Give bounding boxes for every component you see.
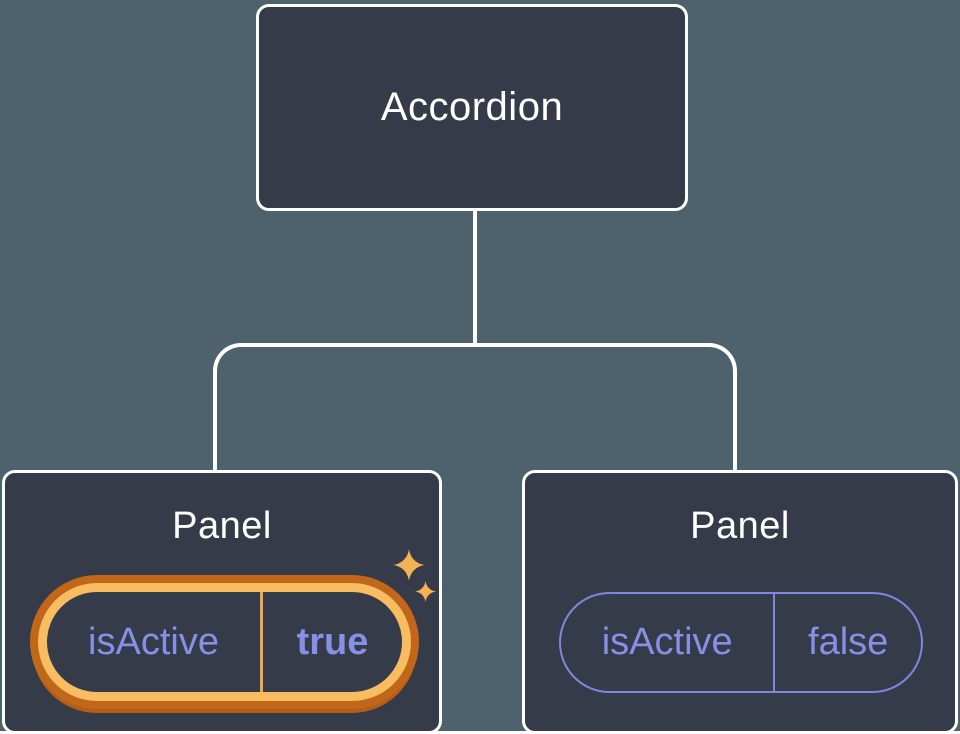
panel-label: Panel: [690, 505, 790, 547]
state-value-label: false: [808, 621, 889, 663]
component-node-panel-active: Panel isActive true: [2, 470, 442, 734]
state-key-label: isActive: [561, 594, 776, 691]
component-node-accordion: Accordion: [256, 4, 688, 211]
sparkle-small-icon: [415, 581, 436, 602]
sparkle-large-icon: [393, 549, 425, 581]
accordion-label: Accordion: [380, 85, 564, 129]
state-key-label: isActive: [47, 592, 263, 692]
component-node-panel-inactive: Panel isActive false: [522, 470, 958, 734]
page-bottom-edge: [0, 731, 960, 734]
panel-label: Panel: [172, 505, 272, 547]
state-value-label: true: [296, 620, 369, 663]
state-pill-inactive: isActive false: [559, 592, 923, 693]
connector-stem: [473, 210, 477, 346]
connector-branch: [213, 343, 737, 472]
state-pill-active: isActive true: [38, 583, 411, 701]
